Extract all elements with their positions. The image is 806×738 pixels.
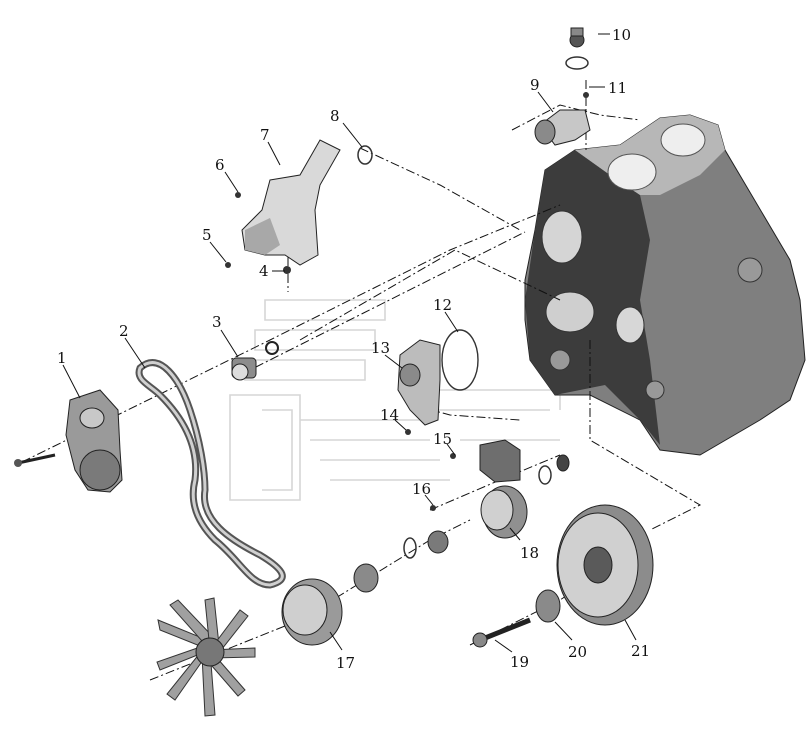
part-21-crank-pulley (472, 504, 654, 648)
label-2: 2 (119, 322, 129, 340)
part-9-elbow (534, 27, 591, 146)
label-11: 11 (608, 79, 627, 97)
label-10: 10 (612, 26, 631, 44)
part-13-pump (397, 329, 479, 435)
engine-block (524, 114, 806, 456)
label-6: 6 (215, 156, 225, 174)
part-3-idler (231, 341, 279, 381)
label-4: 4 (259, 262, 269, 280)
part-17-fan-pulley (156, 563, 379, 717)
label-5: 5 (202, 226, 212, 244)
label-16: 16 (412, 480, 431, 498)
leader-lines (62, 33, 637, 653)
label-18: 18 (520, 544, 539, 562)
label-7: 7 (260, 126, 270, 144)
label-1: 1 (57, 349, 67, 367)
label-14: 14 (380, 406, 399, 424)
part-15-bracket (403, 439, 570, 559)
part-7-housing (225, 139, 373, 274)
label-12: 12 (433, 296, 452, 314)
label-15: 15 (433, 430, 452, 448)
label-19: 19 (510, 653, 529, 671)
label-3: 3 (212, 313, 222, 331)
label-20: 20 (568, 643, 587, 661)
label-13: 13 (371, 339, 390, 357)
watermark (229, 299, 561, 501)
callout-labels: 1 2 3 4 5 6 7 8 9 10 11 12 13 14 15 16 1… (57, 26, 650, 672)
label-21: 21 (631, 642, 650, 660)
part-2-belt (135, 359, 286, 589)
label-8: 8 (330, 107, 340, 125)
label-17: 17 (336, 654, 355, 672)
label-9: 9 (530, 76, 540, 94)
part-1-tensioner (14, 389, 123, 493)
